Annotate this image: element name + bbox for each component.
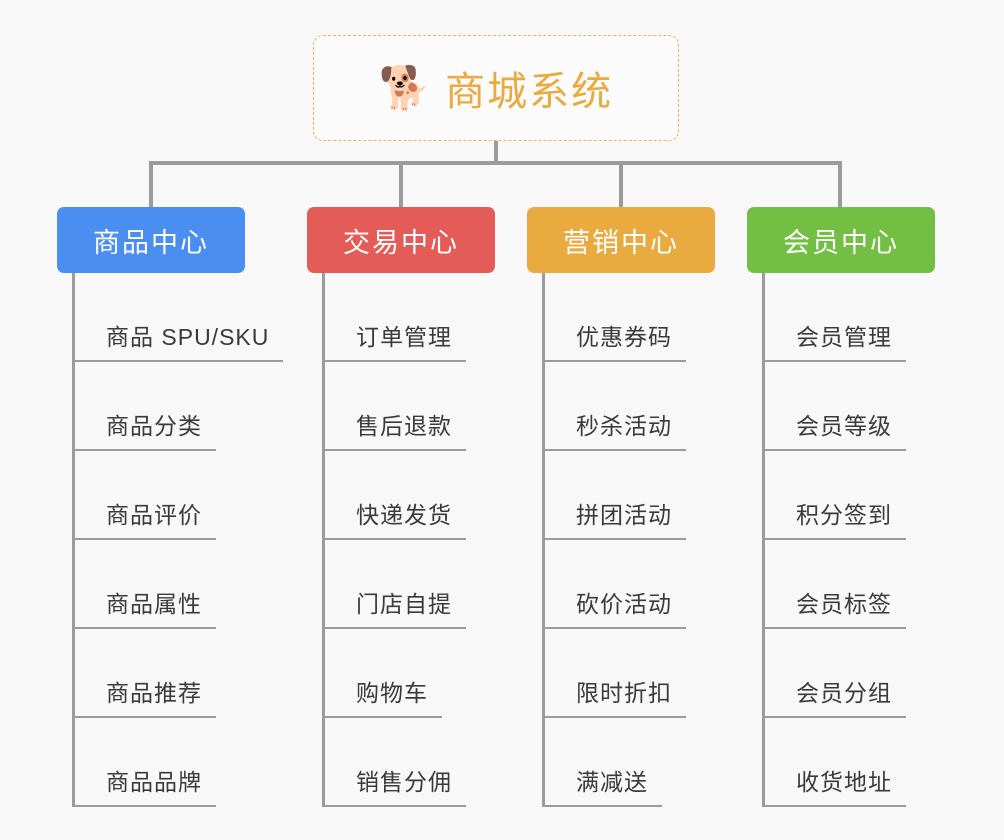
- leaf-label: 限时折扣: [542, 674, 686, 718]
- list-item[interactable]: 秒杀活动: [542, 362, 715, 451]
- leaf-label: 满减送: [542, 763, 662, 807]
- list-item[interactable]: 满减送: [542, 718, 715, 807]
- leaf-label: 门店自提: [322, 585, 466, 629]
- list-item[interactable]: 商品评价: [72, 451, 283, 540]
- list-item[interactable]: 限时折扣: [542, 629, 715, 718]
- leaf-label: 购物车: [322, 674, 442, 718]
- leaf-label: 秒杀活动: [542, 407, 686, 451]
- list-item[interactable]: 商品推荐: [72, 629, 283, 718]
- leaf-label: 销售分佣: [322, 763, 466, 807]
- list-item[interactable]: 优惠券码: [542, 273, 715, 362]
- leaf-label: 砍价活动: [542, 585, 686, 629]
- connector-drop-trade-center: [399, 161, 403, 207]
- leaf-label: 售后退款: [322, 407, 466, 451]
- leaf-label: 会员管理: [762, 318, 906, 362]
- list-item[interactable]: 商品属性: [72, 540, 283, 629]
- leaf-label: 订单管理: [322, 318, 466, 362]
- shiba-dog-face-icon: 🐕: [378, 64, 432, 111]
- branch-items-product-center: 商品 SPU/SKU 商品分类 商品评价 商品属性 商品推荐 商品品牌: [57, 273, 284, 807]
- connector-drop-product-center: [149, 161, 153, 207]
- list-item[interactable]: 砍价活动: [542, 540, 715, 629]
- branch-header-label: 商品中心: [93, 227, 209, 258]
- leaf-label: 商品推荐: [72, 674, 216, 718]
- leaf-label: 快递发货: [322, 496, 466, 540]
- connector-drop-member-center: [838, 161, 842, 207]
- branch-trade-center: 交易中心 订单管理 售后退款 快递发货 门店自提 购物车 销售分佣: [307, 207, 495, 807]
- leaf-label: 会员分组: [762, 674, 906, 718]
- branch-items-marketing-center: 优惠券码 秒杀活动 拼团活动 砍价活动 限时折扣 满减送: [527, 273, 715, 807]
- list-item[interactable]: 快递发货: [322, 451, 495, 540]
- branch-header-label: 交易中心: [343, 227, 459, 258]
- branch-header-trade-center[interactable]: 交易中心: [307, 207, 495, 273]
- branch-items-trade-center: 订单管理 售后退款 快递发货 门店自提 购物车 销售分佣: [307, 273, 495, 807]
- leaf-label: 收货地址: [762, 763, 906, 807]
- list-item[interactable]: 销售分佣: [322, 718, 495, 807]
- leaf-label: 商品属性: [72, 585, 216, 629]
- branch-product-center: 商品中心 商品 SPU/SKU 商品分类 商品评价 商品属性 商品推荐 商品品牌: [57, 207, 284, 807]
- list-item[interactable]: 商品 SPU/SKU: [72, 273, 284, 362]
- connector-spine-product-center: [72, 273, 75, 807]
- list-item[interactable]: 积分签到: [762, 451, 935, 540]
- list-item[interactable]: 门店自提: [322, 540, 495, 629]
- leaf-label: 商品 SPU/SKU: [72, 318, 284, 362]
- branch-header-label: 会员中心: [783, 227, 899, 258]
- connector-drop-marketing-center: [619, 161, 623, 207]
- branch-header-label: 营销中心: [563, 227, 679, 258]
- list-item[interactable]: 收货地址: [762, 718, 935, 807]
- list-item[interactable]: 拼团活动: [542, 451, 715, 540]
- list-item[interactable]: 会员管理: [762, 273, 935, 362]
- connector-spine-marketing-center: [542, 273, 545, 807]
- list-item[interactable]: 商品分类: [72, 362, 283, 451]
- root-node-title: 商城系统: [445, 70, 614, 114]
- root-node-shopping-mall-system[interactable]: 🐕 商城系统: [313, 35, 679, 141]
- branch-member-center: 会员中心 会员管理 会员等级 积分签到 会员标签 会员分组 收货地址: [747, 207, 935, 807]
- leaf-label: 商品分类: [72, 407, 216, 451]
- list-item[interactable]: 购物车: [322, 629, 495, 718]
- list-item[interactable]: 商品品牌: [72, 718, 283, 807]
- branch-header-marketing-center[interactable]: 营销中心: [527, 207, 715, 273]
- leaf-label: 拼团活动: [542, 496, 686, 540]
- leaf-label: 优惠券码: [542, 318, 686, 362]
- list-item[interactable]: 会员等级: [762, 362, 935, 451]
- branch-header-member-center[interactable]: 会员中心: [747, 207, 935, 273]
- branch-items-member-center: 会员管理 会员等级 积分签到 会员标签 会员分组 收货地址: [747, 273, 935, 807]
- list-item[interactable]: 订单管理: [322, 273, 495, 362]
- leaf-label: 积分签到: [762, 496, 906, 540]
- leaf-label: 商品品牌: [72, 763, 216, 807]
- branch-header-product-center[interactable]: 商品中心: [57, 207, 245, 273]
- list-item[interactable]: 售后退款: [322, 362, 495, 451]
- list-item[interactable]: 会员分组: [762, 629, 935, 718]
- connector-spine-trade-center: [322, 273, 325, 807]
- leaf-label: 会员等级: [762, 407, 906, 451]
- leaf-label: 商品评价: [72, 496, 216, 540]
- branch-marketing-center: 营销中心 优惠券码 秒杀活动 拼团活动 砍价活动 限时折扣 满减送: [527, 207, 715, 807]
- list-item[interactable]: 会员标签: [762, 540, 935, 629]
- connector-spine-member-center: [762, 273, 765, 807]
- connector-horizontal-bus: [149, 161, 842, 165]
- connector-root-stem: [494, 141, 498, 163]
- leaf-label: 会员标签: [762, 585, 906, 629]
